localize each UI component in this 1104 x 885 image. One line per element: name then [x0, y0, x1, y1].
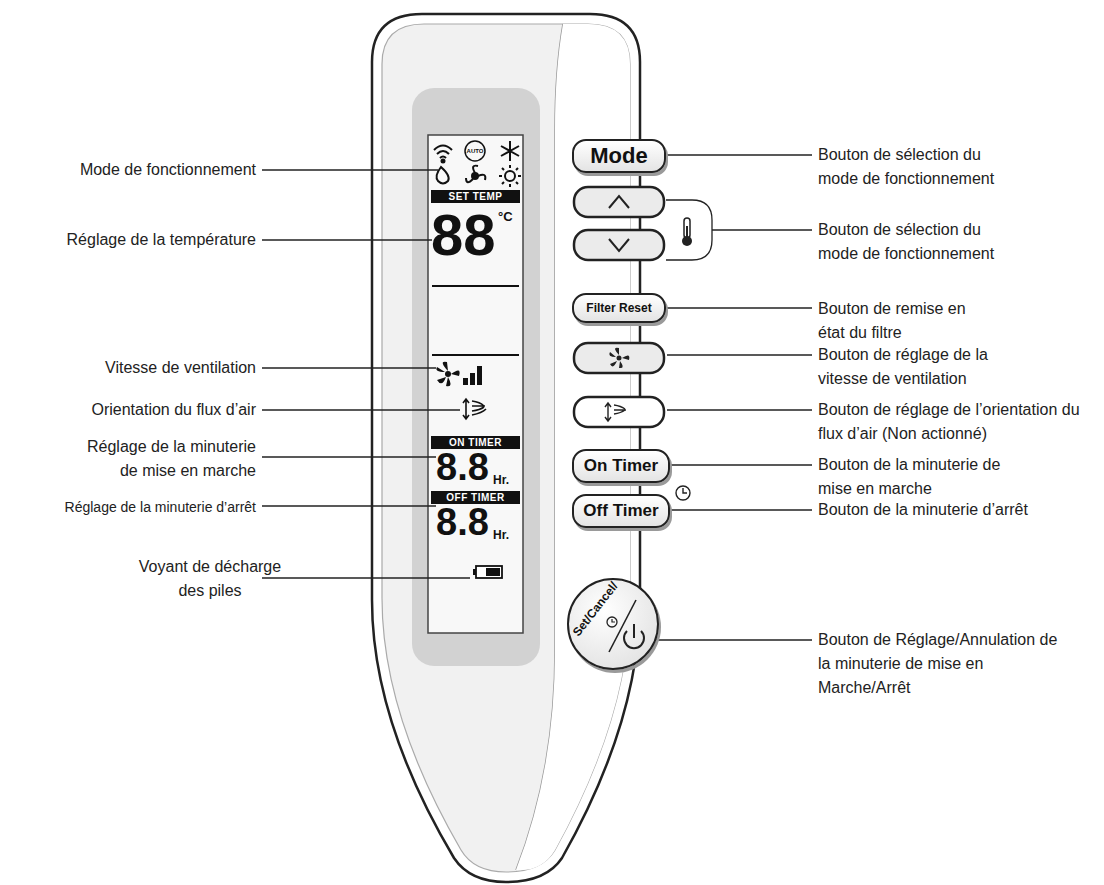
callout-label: Bouton de remise en état du filtre	[818, 297, 988, 345]
callout-label: Bouton de la minuterie de mise en marche	[818, 453, 1018, 501]
thermometer-symbol	[682, 218, 692, 246]
lcd-heading: SET TEMP	[431, 190, 520, 203]
callout-label: Réglage de la minuterie d’arrêt	[4, 495, 256, 519]
display-surround	[412, 88, 540, 666]
up-button	[574, 187, 664, 217]
clock-symbol	[676, 486, 690, 500]
airflow-icon	[463, 399, 486, 419]
temperature-digits: 88	[431, 206, 499, 264]
callout-label: Réglage de la minuterie de mise en march…	[76, 435, 256, 483]
fan-speed-icon	[436, 362, 482, 387]
down-button	[574, 230, 664, 260]
callout-label: Mode de fonctionnement	[16, 158, 256, 182]
callout-label: Vitesse de ventilation	[16, 356, 256, 380]
timer-digits: 8.8	[436, 503, 492, 541]
callout-label: Réglage de la température	[16, 228, 256, 252]
callout-label: Bouton de sélection du mode de fonctionn…	[818, 218, 1018, 266]
airflow-button	[574, 397, 664, 427]
timer-unit: Hr.	[493, 474, 519, 486]
callout-label: Bouton de Réglage/Annulation de la minut…	[818, 628, 1058, 700]
callout-label: Bouton de sélection du mode de fonctionn…	[818, 143, 1018, 191]
on-timer-button: On Timer	[572, 449, 670, 483]
callout-label: Bouton de la minuterie d’arrêt	[818, 498, 1088, 522]
fan-button	[574, 343, 664, 373]
battery-icon	[473, 566, 502, 578]
timer-digits: 8.8	[436, 448, 492, 486]
button-text: Mode	[590, 143, 647, 169]
button-text: Filter Reset	[586, 301, 651, 315]
mode-icons	[434, 141, 521, 187]
bracket	[666, 200, 712, 260]
timer-unit: Hr.	[493, 529, 519, 541]
leader-lines	[262, 155, 812, 640]
lcd-divider	[432, 285, 519, 287]
mode-button: Mode	[572, 139, 666, 173]
callout-label: Orientation du flux d’air	[16, 398, 256, 422]
off-timer-button: Off Timer	[572, 494, 670, 528]
callout-label: Bouton de réglage de l’orientation du fl…	[818, 398, 1088, 446]
button-text: On Timer	[584, 456, 658, 476]
filter-reset-button: Filter Reset	[572, 293, 666, 323]
callout-label: Bouton de réglage de la vitesse de venti…	[818, 343, 1008, 391]
lcd-panel	[428, 135, 523, 633]
temperature-unit: °C	[498, 210, 520, 223]
set-cancel-button: Set/Cancel/	[567, 578, 659, 670]
lcd-divider	[432, 354, 519, 356]
button-text: Off Timer	[583, 501, 658, 521]
callout-label: Voyant de décharge des piles	[130, 555, 290, 603]
auto-icon-text: AUTO	[466, 148, 484, 154]
